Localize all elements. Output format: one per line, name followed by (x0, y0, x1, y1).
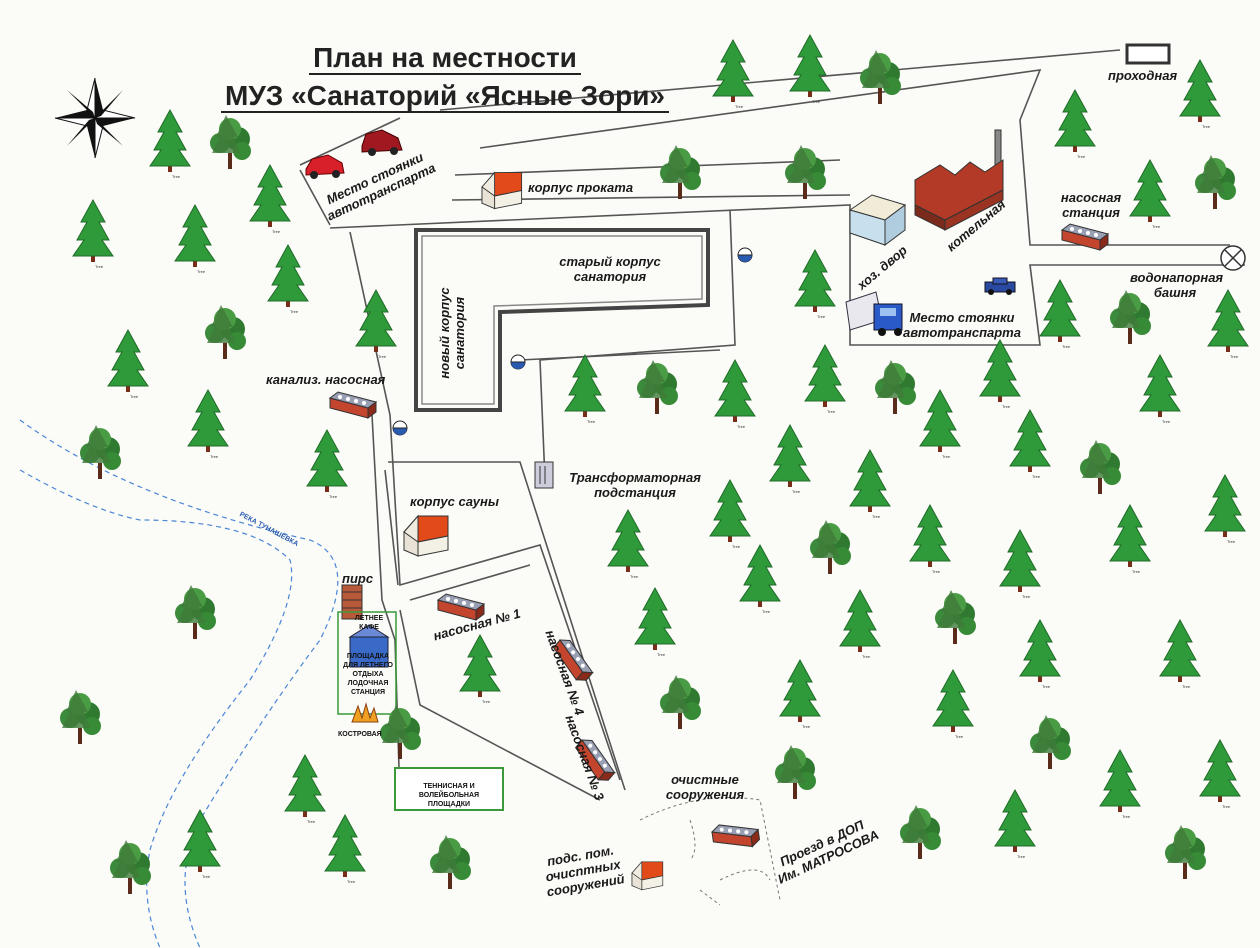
label-pier: пирс (342, 571, 374, 586)
manhole-icon (737, 247, 753, 263)
treatment-pump-icon (710, 819, 761, 853)
sanatorium-buildings (414, 228, 710, 412)
label-water-tower: водонапорная башня (1130, 270, 1224, 300)
trees (60, 34, 1249, 894)
label-transformer: Трансформаторная подстанция (569, 470, 701, 500)
courts-box (394, 767, 504, 811)
compass-rose-icon (54, 77, 136, 159)
map-title-line2: МУЗ «Санаторий «Ясные Зори» (180, 80, 710, 113)
bonfire-icon (351, 702, 379, 723)
map-title-line1: План на местности (180, 42, 710, 75)
label-rest-area: ПЛОЩАДКА ДЛЯ ЛЕТНЕГО ОТДЫХА ЛОДОЧНАЯ СТА… (343, 653, 393, 696)
label-summer-cafe: ЛЕТНЕЕ КАФЕ (354, 615, 384, 631)
label-checkpoint: проходная (1108, 68, 1178, 83)
label-sauna: корпус сауны (410, 494, 499, 509)
pier-icon (341, 584, 363, 620)
roads (299, 49, 1245, 801)
pump-station-icon (1061, 223, 1109, 251)
label-bonfire: КОСТРОВАЯ (338, 731, 382, 738)
label-treatment: очистные сооружения (665, 772, 745, 802)
treatment-area (639, 797, 781, 906)
truck-icon (845, 291, 903, 336)
utility-yard-icon (848, 194, 907, 246)
label-rental: корпус проката (528, 180, 634, 195)
jeep-icon (984, 277, 1016, 295)
treatment-aux-icon (631, 861, 664, 891)
car-icon (361, 129, 403, 156)
transformer-icon (534, 461, 554, 489)
label-courts: ТЕННИСНАЯ И ВОЛЕЙБОЛЬНАЯ ПЛОЩАДКИ (418, 783, 480, 808)
boiler-house-icon (914, 129, 1004, 231)
water-tower-icon (1220, 245, 1246, 271)
car-icon (305, 154, 345, 179)
rental-building-icon (481, 172, 523, 210)
manhole-icon (392, 420, 408, 436)
label-new-building: новый корпус санатория (437, 287, 467, 379)
summer-cafe-icon (348, 624, 390, 668)
label-old-building: старый корпус санатория (559, 254, 661, 284)
label-parking-right: Место стоянки автотранспарта (903, 310, 1021, 340)
sauna-building-icon (403, 515, 449, 557)
manhole-icon (510, 354, 526, 370)
label-sewer-pump: канализ. насосная (266, 372, 386, 387)
label-pump-station: насосная станция (1060, 190, 1122, 220)
sewer-pump-icon (329, 391, 377, 419)
river (19, 419, 339, 948)
checkpoint-building (1125, 43, 1171, 65)
